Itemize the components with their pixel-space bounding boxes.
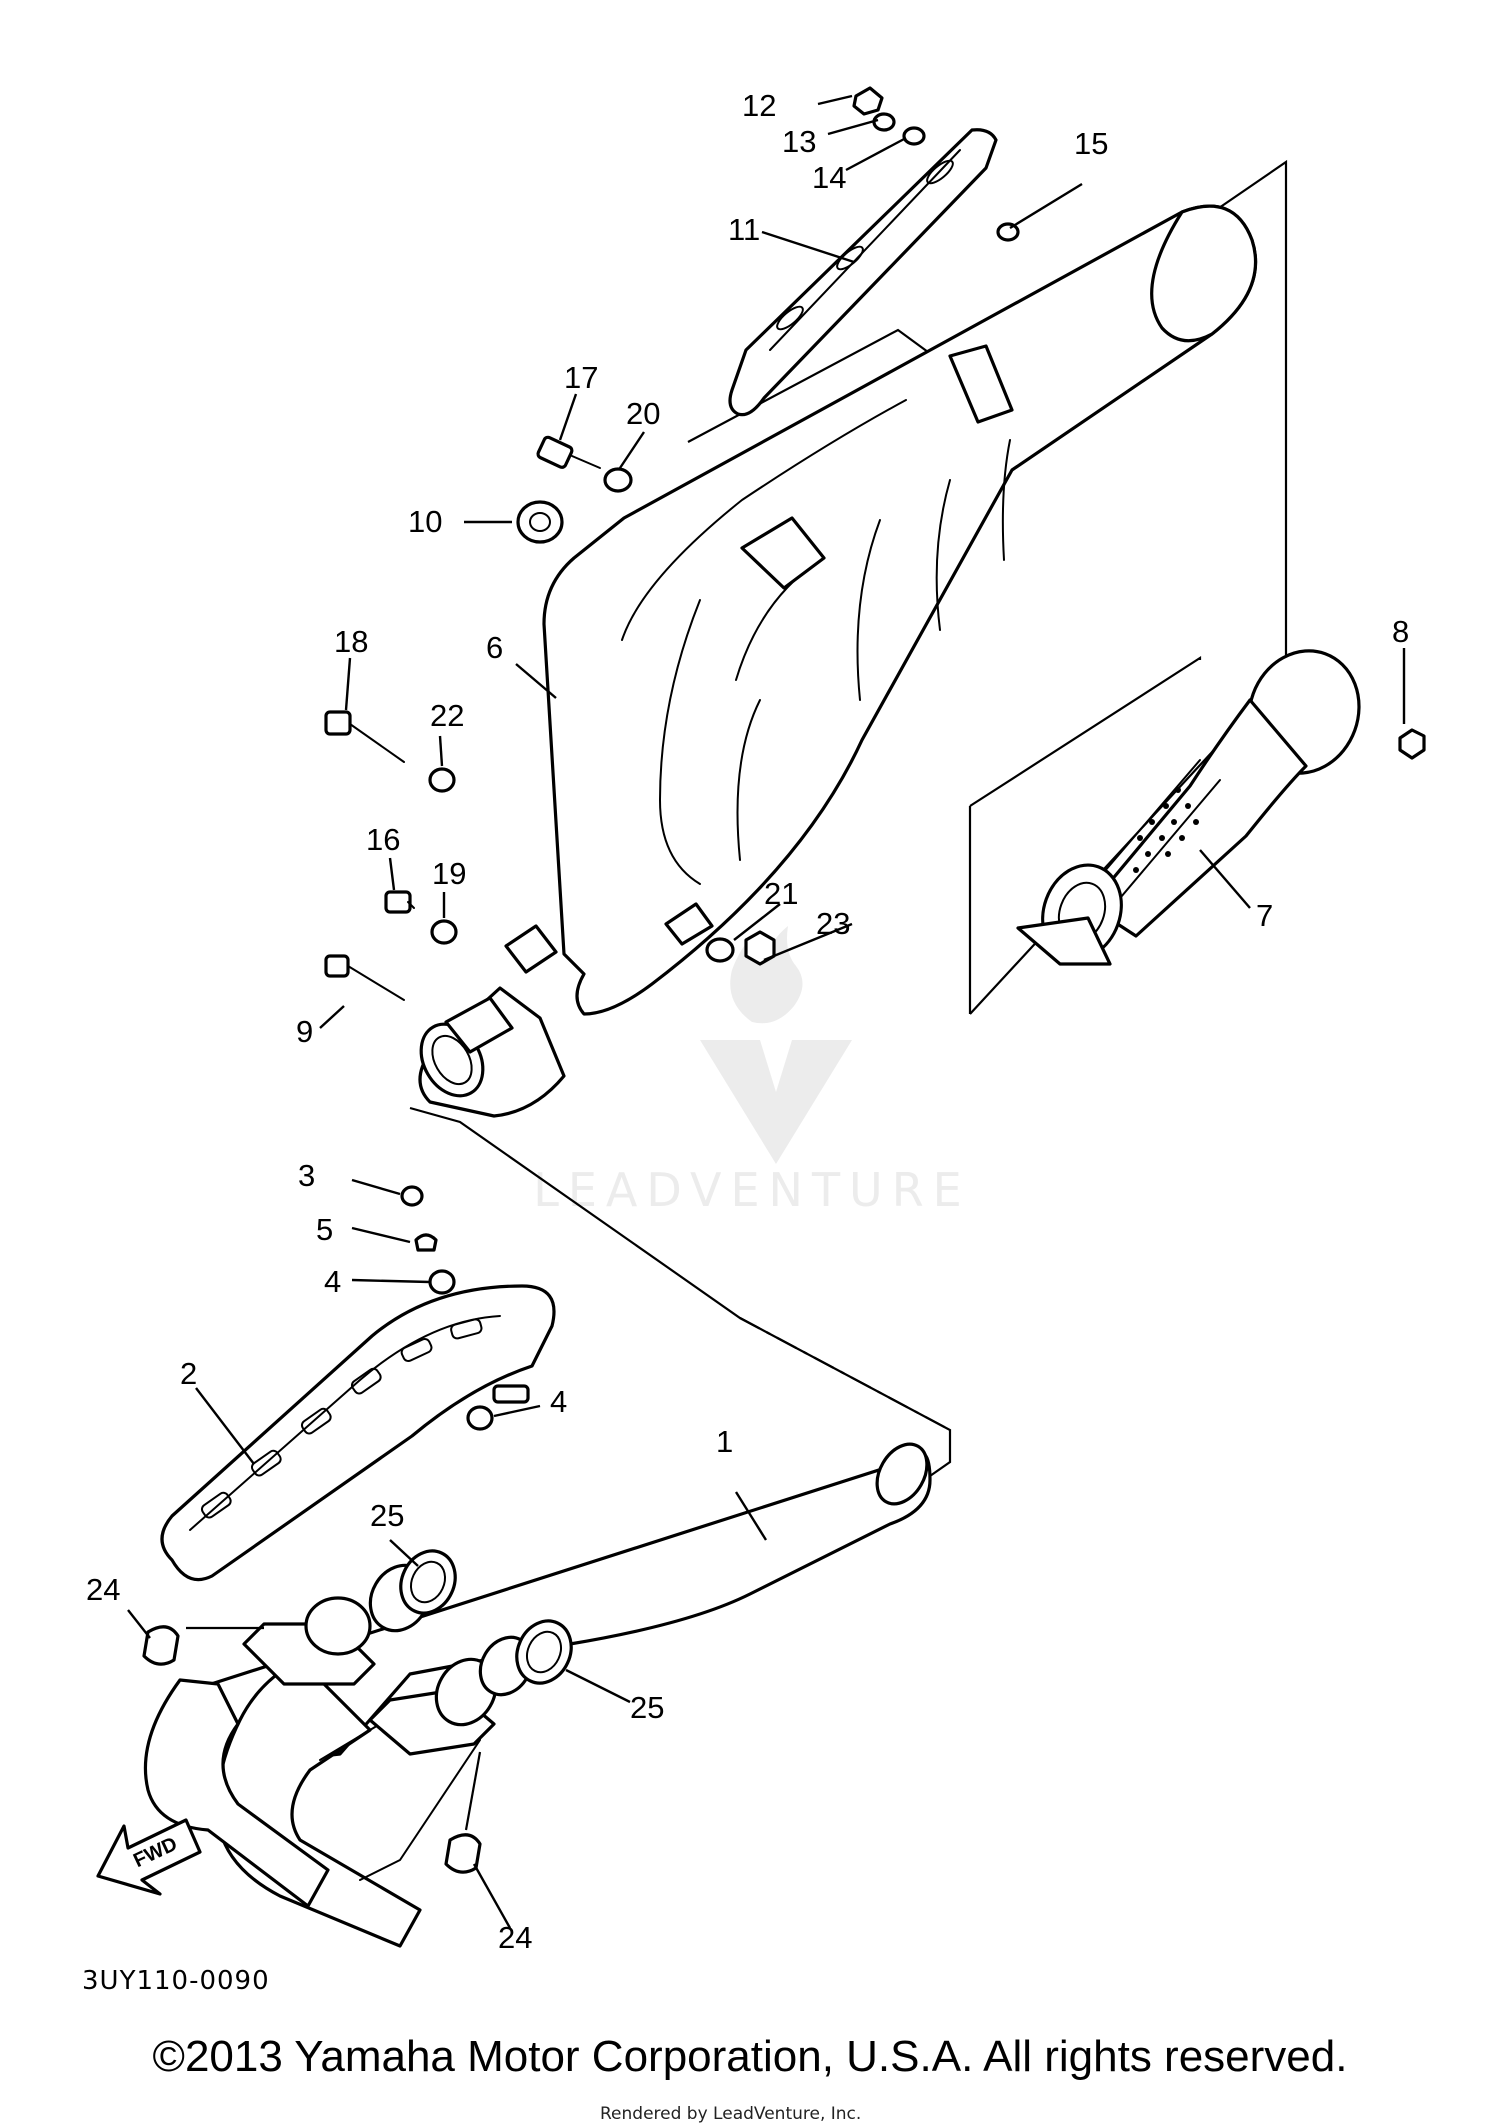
- callout-5: 5: [316, 1212, 333, 1247]
- callout-20: 20: [626, 396, 660, 431]
- callout-9: 9: [296, 1014, 313, 1049]
- fasteners-muffler: [324, 86, 1426, 1001]
- callout-14: 14: [812, 160, 846, 195]
- callout-24-lower: 24: [498, 1920, 532, 1955]
- callout-3: 3: [298, 1158, 315, 1193]
- callout-19: 19: [432, 856, 466, 891]
- fasteners-heat-protector: [400, 1185, 494, 1431]
- guide-flange-nut-lower: [464, 1751, 482, 1831]
- callout-23: 23: [816, 906, 850, 941]
- callout-25-lower: 25: [630, 1690, 664, 1725]
- silencer-insert: [1016, 649, 1361, 966]
- leader-lines: [127, 94, 1406, 1929]
- diagram-code: 3UY110-0090: [82, 1966, 270, 1996]
- callout-11: 11: [728, 212, 760, 247]
- callout-2: 2: [180, 1356, 197, 1391]
- guide-pipe-joint: [409, 1106, 952, 1477]
- watermark-logo: LEADVENTURE: [533, 926, 971, 1217]
- callout-7: 7: [1256, 898, 1273, 933]
- callout-16: 16: [366, 822, 400, 857]
- callout-24-upper: 24: [86, 1572, 120, 1607]
- callout-13: 13: [782, 124, 816, 159]
- heat-protector-lower: [160, 1284, 556, 1582]
- copyright-notice: ©2013 Yamaha Motor Corporation, U.S.A. A…: [152, 2032, 1348, 2081]
- exhaust-pipe: [143, 1384, 932, 1948]
- callout-8: 8: [1392, 614, 1409, 649]
- callout-4-upper: 4: [324, 1264, 341, 1299]
- callout-25-upper: 25: [370, 1498, 404, 1533]
- silencer-mesh: [1133, 787, 1199, 873]
- callout-4-lower: 4: [550, 1384, 567, 1419]
- heat-protector-upper: [728, 128, 998, 417]
- callout-22: 22: [430, 698, 464, 733]
- callout-21: 21: [764, 876, 798, 911]
- callout-17: 17: [564, 360, 598, 395]
- callout-1: 1: [716, 1424, 733, 1459]
- callout-6: 6: [486, 630, 503, 665]
- gaskets-lower: [142, 1549, 573, 1874]
- callout-18: 18: [334, 624, 368, 659]
- guide-muffler-box: [969, 159, 1288, 1015]
- callout-labels: 12 13 14 15 11 17 20 10 6 18 22 16 19 9 …: [86, 88, 1409, 1955]
- watermark-text: LEADVENTURE: [533, 1163, 971, 1217]
- fwd-direction-arrow: FWD: [96, 1818, 202, 1896]
- guide-silencer-box: [969, 655, 1202, 807]
- muffler-body: [418, 204, 1258, 1118]
- callout-15: 15: [1074, 126, 1108, 161]
- heat-protector-slots: [200, 1318, 483, 1519]
- rendered-by-note: Rendered by LeadVenture, Inc.: [600, 2104, 862, 2124]
- callout-10: 10: [408, 504, 442, 539]
- callout-12: 12: [742, 88, 776, 123]
